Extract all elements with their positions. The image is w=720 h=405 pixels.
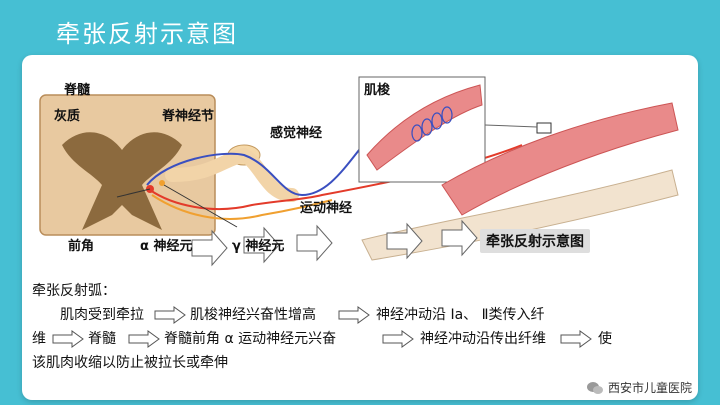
label-motor-nerve: 运动神经 (300, 201, 353, 216)
muscle-spindle-fibers (366, 84, 483, 171)
reflex-arc-text: 牵张反射弧： 肌肉受到牵拉 肌梭神经兴奋性增高 神经冲动沿 Ⅰa、 Ⅱ类传入纤 … (32, 279, 692, 375)
label-gray-matter: 灰质 (54, 109, 81, 124)
spindle-marker (536, 122, 552, 134)
label-anterior-horn: 前角 (68, 239, 95, 254)
step-2: 肌梭神经兴奋性增高 (190, 307, 316, 323)
diagram-title: 牵张反射示意图 (480, 229, 590, 253)
step-arrow (128, 330, 160, 348)
step-7: 使 (598, 331, 612, 347)
step-3: 神经冲动沿 Ⅰa、 Ⅱ类传入纤 (376, 307, 545, 323)
step-arrow (154, 306, 186, 324)
flow-arrows (191, 219, 478, 267)
watermark-logo: 西安市儿童医院 (581, 378, 696, 397)
slide-title: 牵张反射示意图 (56, 20, 238, 48)
reflex-arc-heading: 牵张反射弧： (32, 283, 116, 299)
step-arrow (338, 306, 370, 324)
step-6: 神经冲动沿传出纤维 (420, 331, 546, 347)
step-7-cont: 该肌肉收缩以防止被拉长或牵伸 (32, 355, 228, 371)
stretch-reflex-diagram (39, 76, 679, 267)
label-sensory-nerve: 感觉神经 (270, 126, 323, 141)
step-1: 肌肉受到牵拉 (60, 307, 144, 323)
step-4: 脊髓 (88, 331, 116, 347)
label-gamma-neuron: γ 神经元 (232, 239, 285, 254)
step-arrow (560, 330, 592, 348)
wechat-icon (586, 381, 603, 394)
gray-matter-shape (62, 132, 182, 230)
watermark-org: 西安市儿童医院 (607, 381, 692, 395)
content-card: 脊髓 灰质 脊神经节 肌梭 感觉神经 运动神经 前角 α 神经元 γ 神经元 牵… (22, 55, 698, 400)
step-arrow (382, 330, 414, 348)
gamma-neuron-dot (159, 180, 165, 186)
label-muscle-spindle: 肌梭 (364, 83, 391, 98)
step-arrow (52, 330, 84, 348)
step-3-cont: 维 (32, 331, 46, 347)
muscle-shape (441, 102, 679, 216)
label-spinal-ganglion: 脊神经节 (162, 109, 215, 124)
label-alpha-neuron: α 神经元 (140, 239, 193, 254)
step-5: 脊髓前角 α 运动神经元兴奋 (164, 331, 337, 347)
label-spinal-cord: 脊髓 (64, 83, 91, 98)
motor-nerve-path-2 (151, 194, 333, 220)
